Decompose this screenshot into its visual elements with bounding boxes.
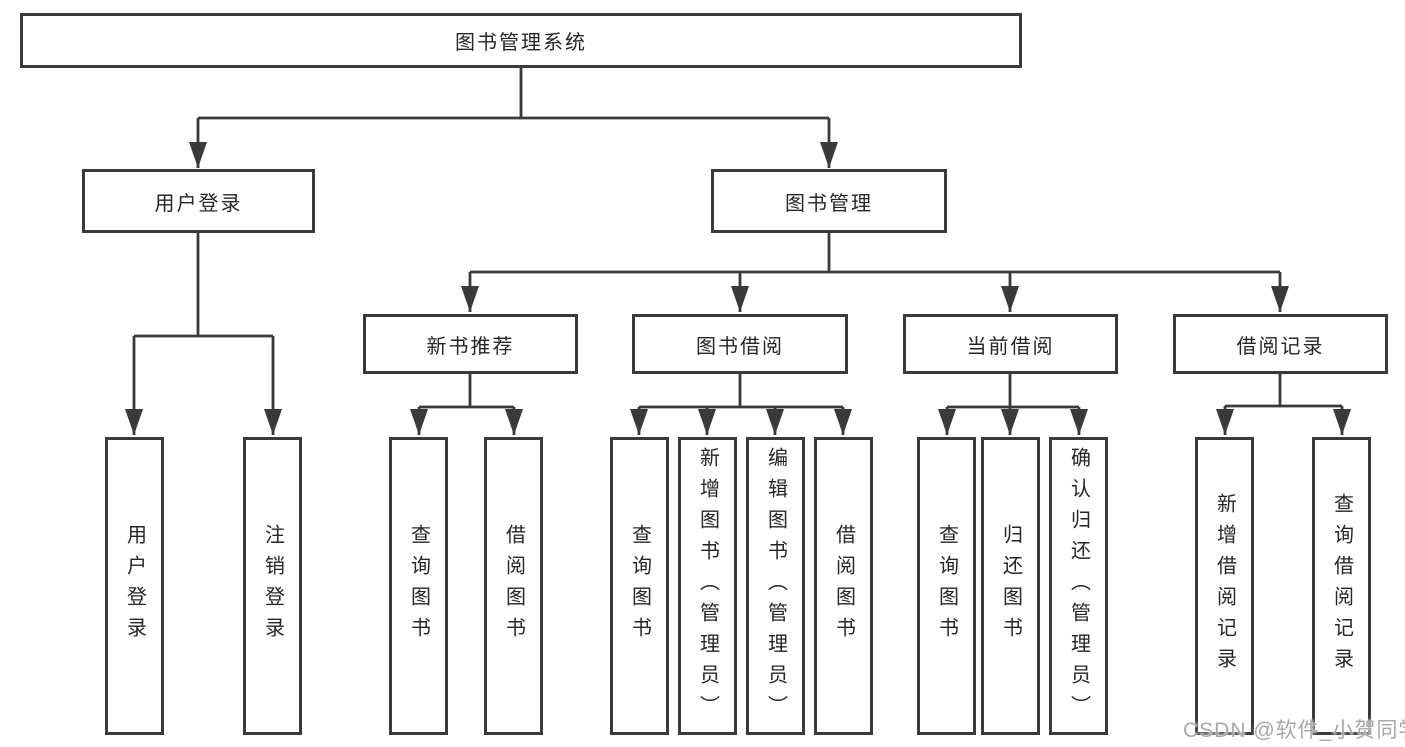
node-label: 借阅图书 [502,524,525,648]
leaf-return-books: 归还图书 [981,437,1040,735]
node-label: 查询图书 [407,524,430,648]
node-label: 借阅图书 [832,524,855,648]
leaf-query-books-borrowing: 查询图书 [610,437,669,735]
node-label: 查询图书 [935,524,958,648]
node-current-borrowing: 当前借阅 [903,314,1118,374]
node-book-borrowing: 图书借阅 [632,314,848,374]
leaf-borrow-books-borrowing: 借阅图书 [814,437,873,735]
node-label: 注销登录 [261,524,284,648]
node-label: 用户登录 [154,192,243,215]
node-label: 图书借阅 [696,335,784,358]
leaf-add-borrow-record: 新增借阅记录 [1195,437,1254,735]
node-label: 编辑图书（管理员） [764,446,787,726]
leaf-add-book-admin: 新增图书（管理员） [678,437,737,735]
node-label: 当前借阅 [966,335,1055,358]
leaf-confirm-return-admin: 确认归还（管理员） [1049,437,1108,735]
leaf-query-books-recommend: 查询图书 [389,437,448,735]
leaf-query-borrow-record: 查询借阅记录 [1312,437,1371,735]
node-label: 查询借阅记录 [1330,493,1353,679]
node-library-management-system: 图书管理系统 [20,13,1022,68]
node-label: 用户登录 [123,524,146,648]
node-borrowing-records: 借阅记录 [1173,314,1388,374]
node-user-login: 用户登录 [82,169,315,233]
leaf-borrow-books-recommend: 借阅图书 [484,437,543,735]
node-new-book-recommend: 新书推荐 [363,314,578,374]
node-label: 新增图书（管理员） [696,446,719,726]
node-book-management: 图书管理 [711,169,947,233]
node-label: 图书管理系统 [455,32,587,54]
node-label: 确认归还（管理员） [1067,446,1090,726]
node-label: 借阅记录 [1236,335,1325,358]
leaf-query-books-current: 查询图书 [917,437,976,735]
leaf-logout: 注销登录 [243,437,302,735]
leaf-edit-book-admin: 编辑图书（管理员） [746,437,805,735]
node-label: 新增借阅记录 [1213,493,1236,679]
node-label: 查询图书 [628,524,651,648]
node-label: 图书管理 [785,192,873,215]
node-label: 归还图书 [999,524,1022,648]
node-label: 新书推荐 [426,335,515,358]
leaf-user-login: 用户登录 [105,437,164,735]
csdn-watermark: CSDN @软件_小贺同学 [1183,719,1405,742]
